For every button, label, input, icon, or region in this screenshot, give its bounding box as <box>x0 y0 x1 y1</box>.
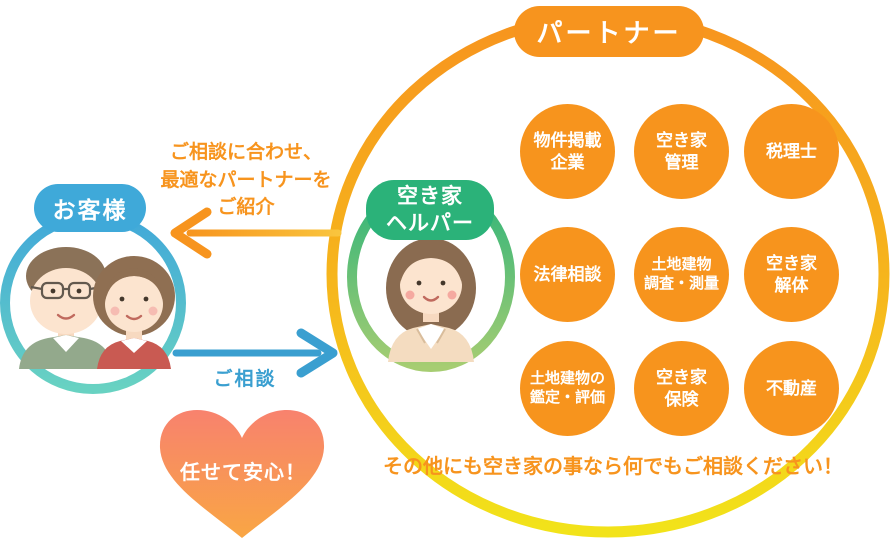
referral-arrow-label: ご相談に合わせ、 最適なパートナーを ご紹介 <box>160 142 332 219</box>
partner-circle: 空き家 解体 <box>744 227 839 322</box>
partner-label-pill: パートナー <box>514 6 704 57</box>
partner-circle: 土地建物 調査・測量 <box>634 227 729 322</box>
helper-illustration <box>386 238 476 362</box>
customer-label-pill: お客様 <box>34 184 146 232</box>
partner-circle: 土地建物の 鑑定・評価 <box>520 341 615 436</box>
heart-label: 任せて安心！ <box>180 462 306 484</box>
heart-shape <box>159 410 325 538</box>
helper-label-pill: 空き家 ヘルパー <box>366 180 494 240</box>
partner-circle: 法律相談 <box>520 227 615 322</box>
partner-note: その他にも空き家の事なら何でもご相談ください！ <box>383 456 843 478</box>
customer-couple-illustration <box>19 247 175 369</box>
partner-circle: 物件掲載 企業 <box>520 104 615 199</box>
partner-circle: 税理士 <box>744 104 839 199</box>
consult-arrow-label: ご相談 <box>213 369 277 390</box>
partner-circle: 空き家 管理 <box>634 104 729 199</box>
referral-arrow <box>170 207 342 259</box>
partner-circle: 不動産 <box>744 341 839 436</box>
partner-circle: 空き家 保険 <box>634 341 729 436</box>
consult-arrow <box>172 328 338 378</box>
